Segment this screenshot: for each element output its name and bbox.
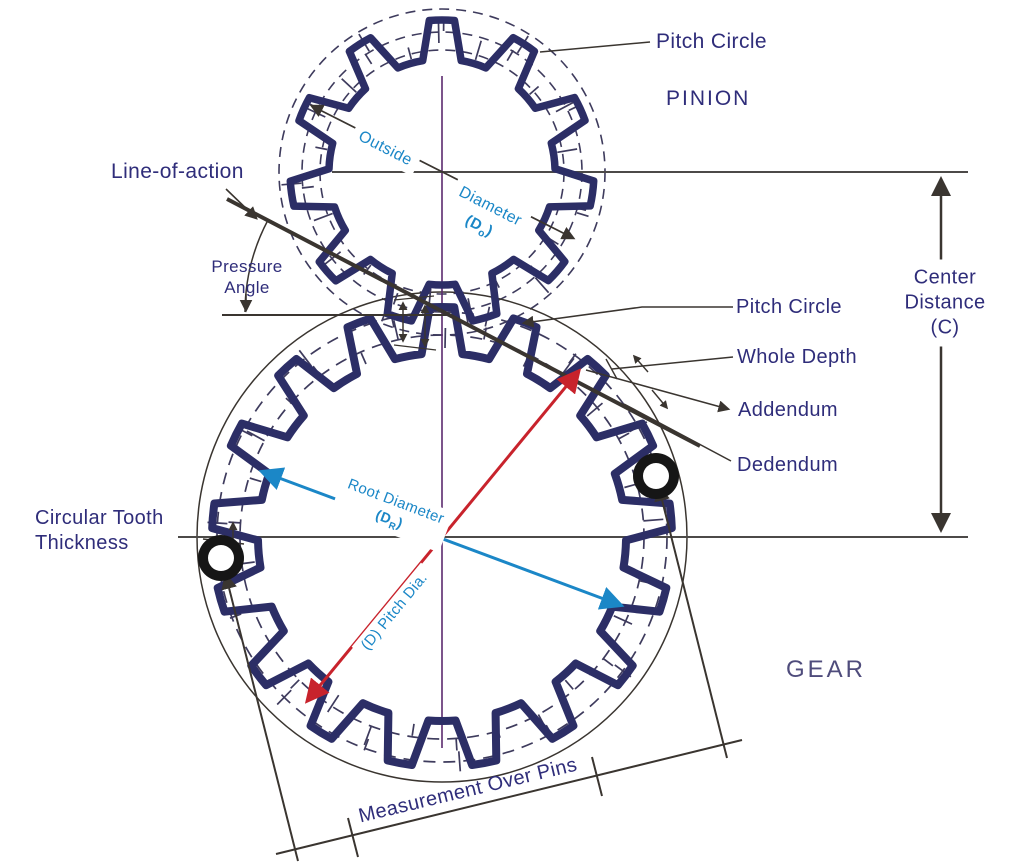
center-distance-label: Center Distance (C): [893, 259, 997, 347]
mop-tick-left: [347, 817, 359, 858]
whole-depth-tick: [605, 358, 618, 380]
mop-tick-right: [591, 756, 603, 797]
gear-pitch-circle-leader: [521, 306, 733, 328]
pinion-pitch-circle-label: Pitch Circle: [656, 30, 767, 53]
circular-tooth-thickness-label: Circular Tooth Thickness: [35, 507, 164, 554]
pressure-angle-label: Pressure Angle: [211, 256, 283, 297]
addendum-leader: [585, 369, 731, 413]
pinion-pitch-circle-leader: [539, 41, 651, 53]
dedendum-leader: [623, 403, 732, 462]
line-of-action-label: Line-of-action: [111, 160, 244, 183]
whole-depth-label: Whole Depth: [737, 346, 858, 368]
pinion-label: PINION: [666, 87, 751, 110]
whole-depth-leader: [611, 356, 734, 370]
measurement-pin-right: [633, 453, 679, 499]
mop-extension-right: [654, 484, 728, 759]
gear-outline: [208, 302, 676, 769]
mesh-depth-tick-top: [393, 295, 435, 301]
measurement-pin-left: [198, 535, 244, 581]
mop-extension-left: [221, 572, 299, 862]
gear-pitch-circle-label: Pitch Circle: [736, 296, 842, 318]
line-of-action-leader: [225, 188, 258, 220]
addendum-band-arrow: [632, 354, 649, 373]
addendum-label: Addendum: [738, 399, 838, 421]
pinion-outline: [286, 16, 598, 325]
line-of-action: [226, 197, 701, 448]
mesh-depth-tick-bottom: [393, 344, 437, 351]
gear-label: GEAR: [763, 648, 889, 692]
mop-dimension-line: [275, 739, 743, 855]
dedendum-band-arrow: [651, 389, 669, 410]
dedendum-label: Dedendum: [737, 454, 839, 476]
